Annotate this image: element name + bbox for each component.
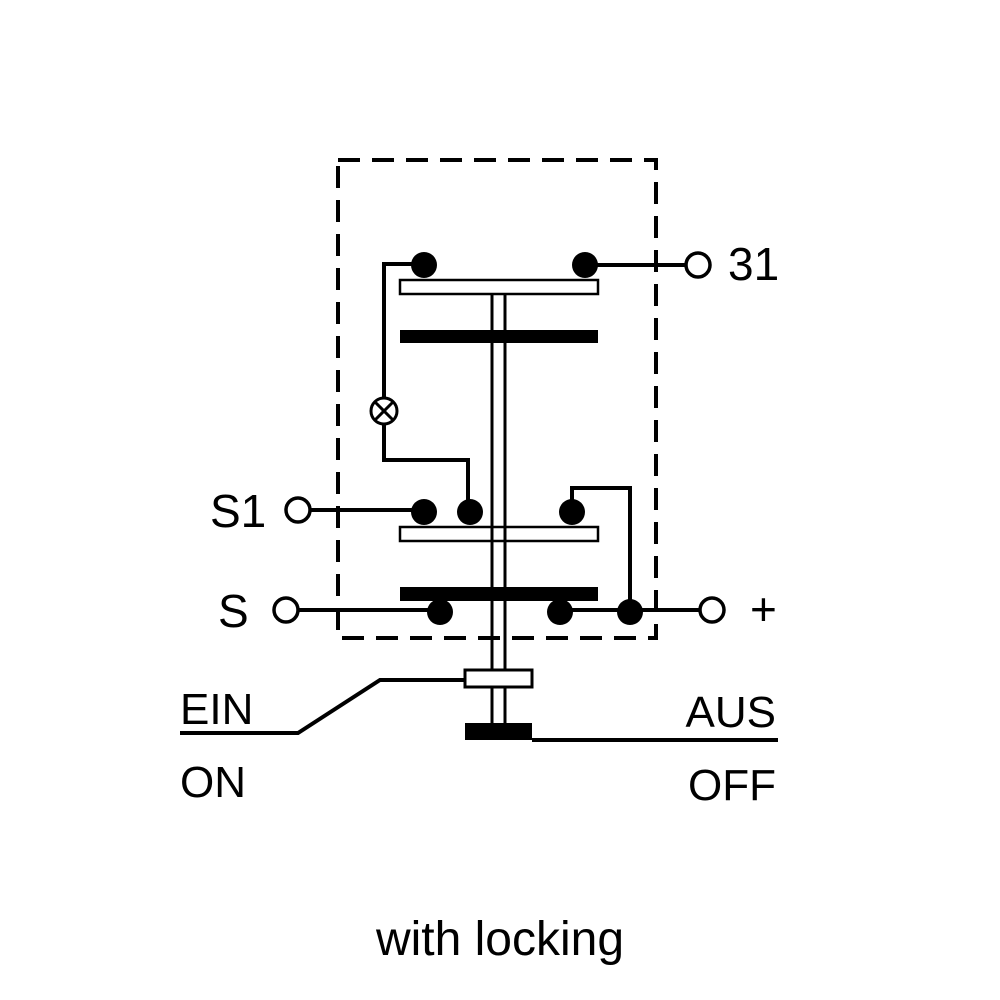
contact-dot-s-left — [427, 599, 453, 625]
terminal-ring-s1 — [284, 496, 312, 524]
terminal-label-s1: S1 — [210, 485, 266, 537]
contact-dot-top-left — [411, 252, 437, 278]
locking-collar — [463, 668, 534, 689]
position-label-on: ON — [180, 758, 246, 807]
position-label-ein: EIN — [180, 685, 253, 734]
contact-dot-s1-right — [559, 499, 585, 525]
contact-dot-s1-left — [411, 499, 437, 525]
switch-housing-dashed-outline — [336, 158, 658, 640]
position-label-off: OFF — [688, 761, 776, 810]
junction-dot-plus — [617, 599, 643, 625]
upper-contact-bridge — [398, 278, 600, 296]
terminal-ring-plus — [698, 596, 726, 624]
indicator-lamp-icon — [369, 396, 399, 426]
terminal-ring-s — [272, 596, 300, 624]
actuator-rod — [490, 294, 507, 728]
contact-dot-top-right — [572, 252, 598, 278]
position-label-aus: AUS — [686, 688, 776, 737]
lower-fixed-bar — [400, 587, 598, 601]
rod-foot — [465, 723, 532, 740]
contact-dot-s-right — [547, 599, 573, 625]
contact-points — [411, 252, 643, 625]
contact-dot-s1-center — [457, 499, 483, 525]
terminal-rings — [272, 251, 726, 624]
terminal-ring-31 — [684, 251, 712, 279]
terminal-label-plus: + — [750, 583, 777, 635]
diagram-caption: with locking — [375, 913, 624, 966]
terminal-label-31: 31 — [728, 238, 779, 290]
upper-fixed-bar — [400, 330, 598, 343]
terminal-label-s: S — [218, 585, 249, 637]
wiring — [180, 262, 778, 742]
middle-contact-bridge — [398, 525, 600, 543]
